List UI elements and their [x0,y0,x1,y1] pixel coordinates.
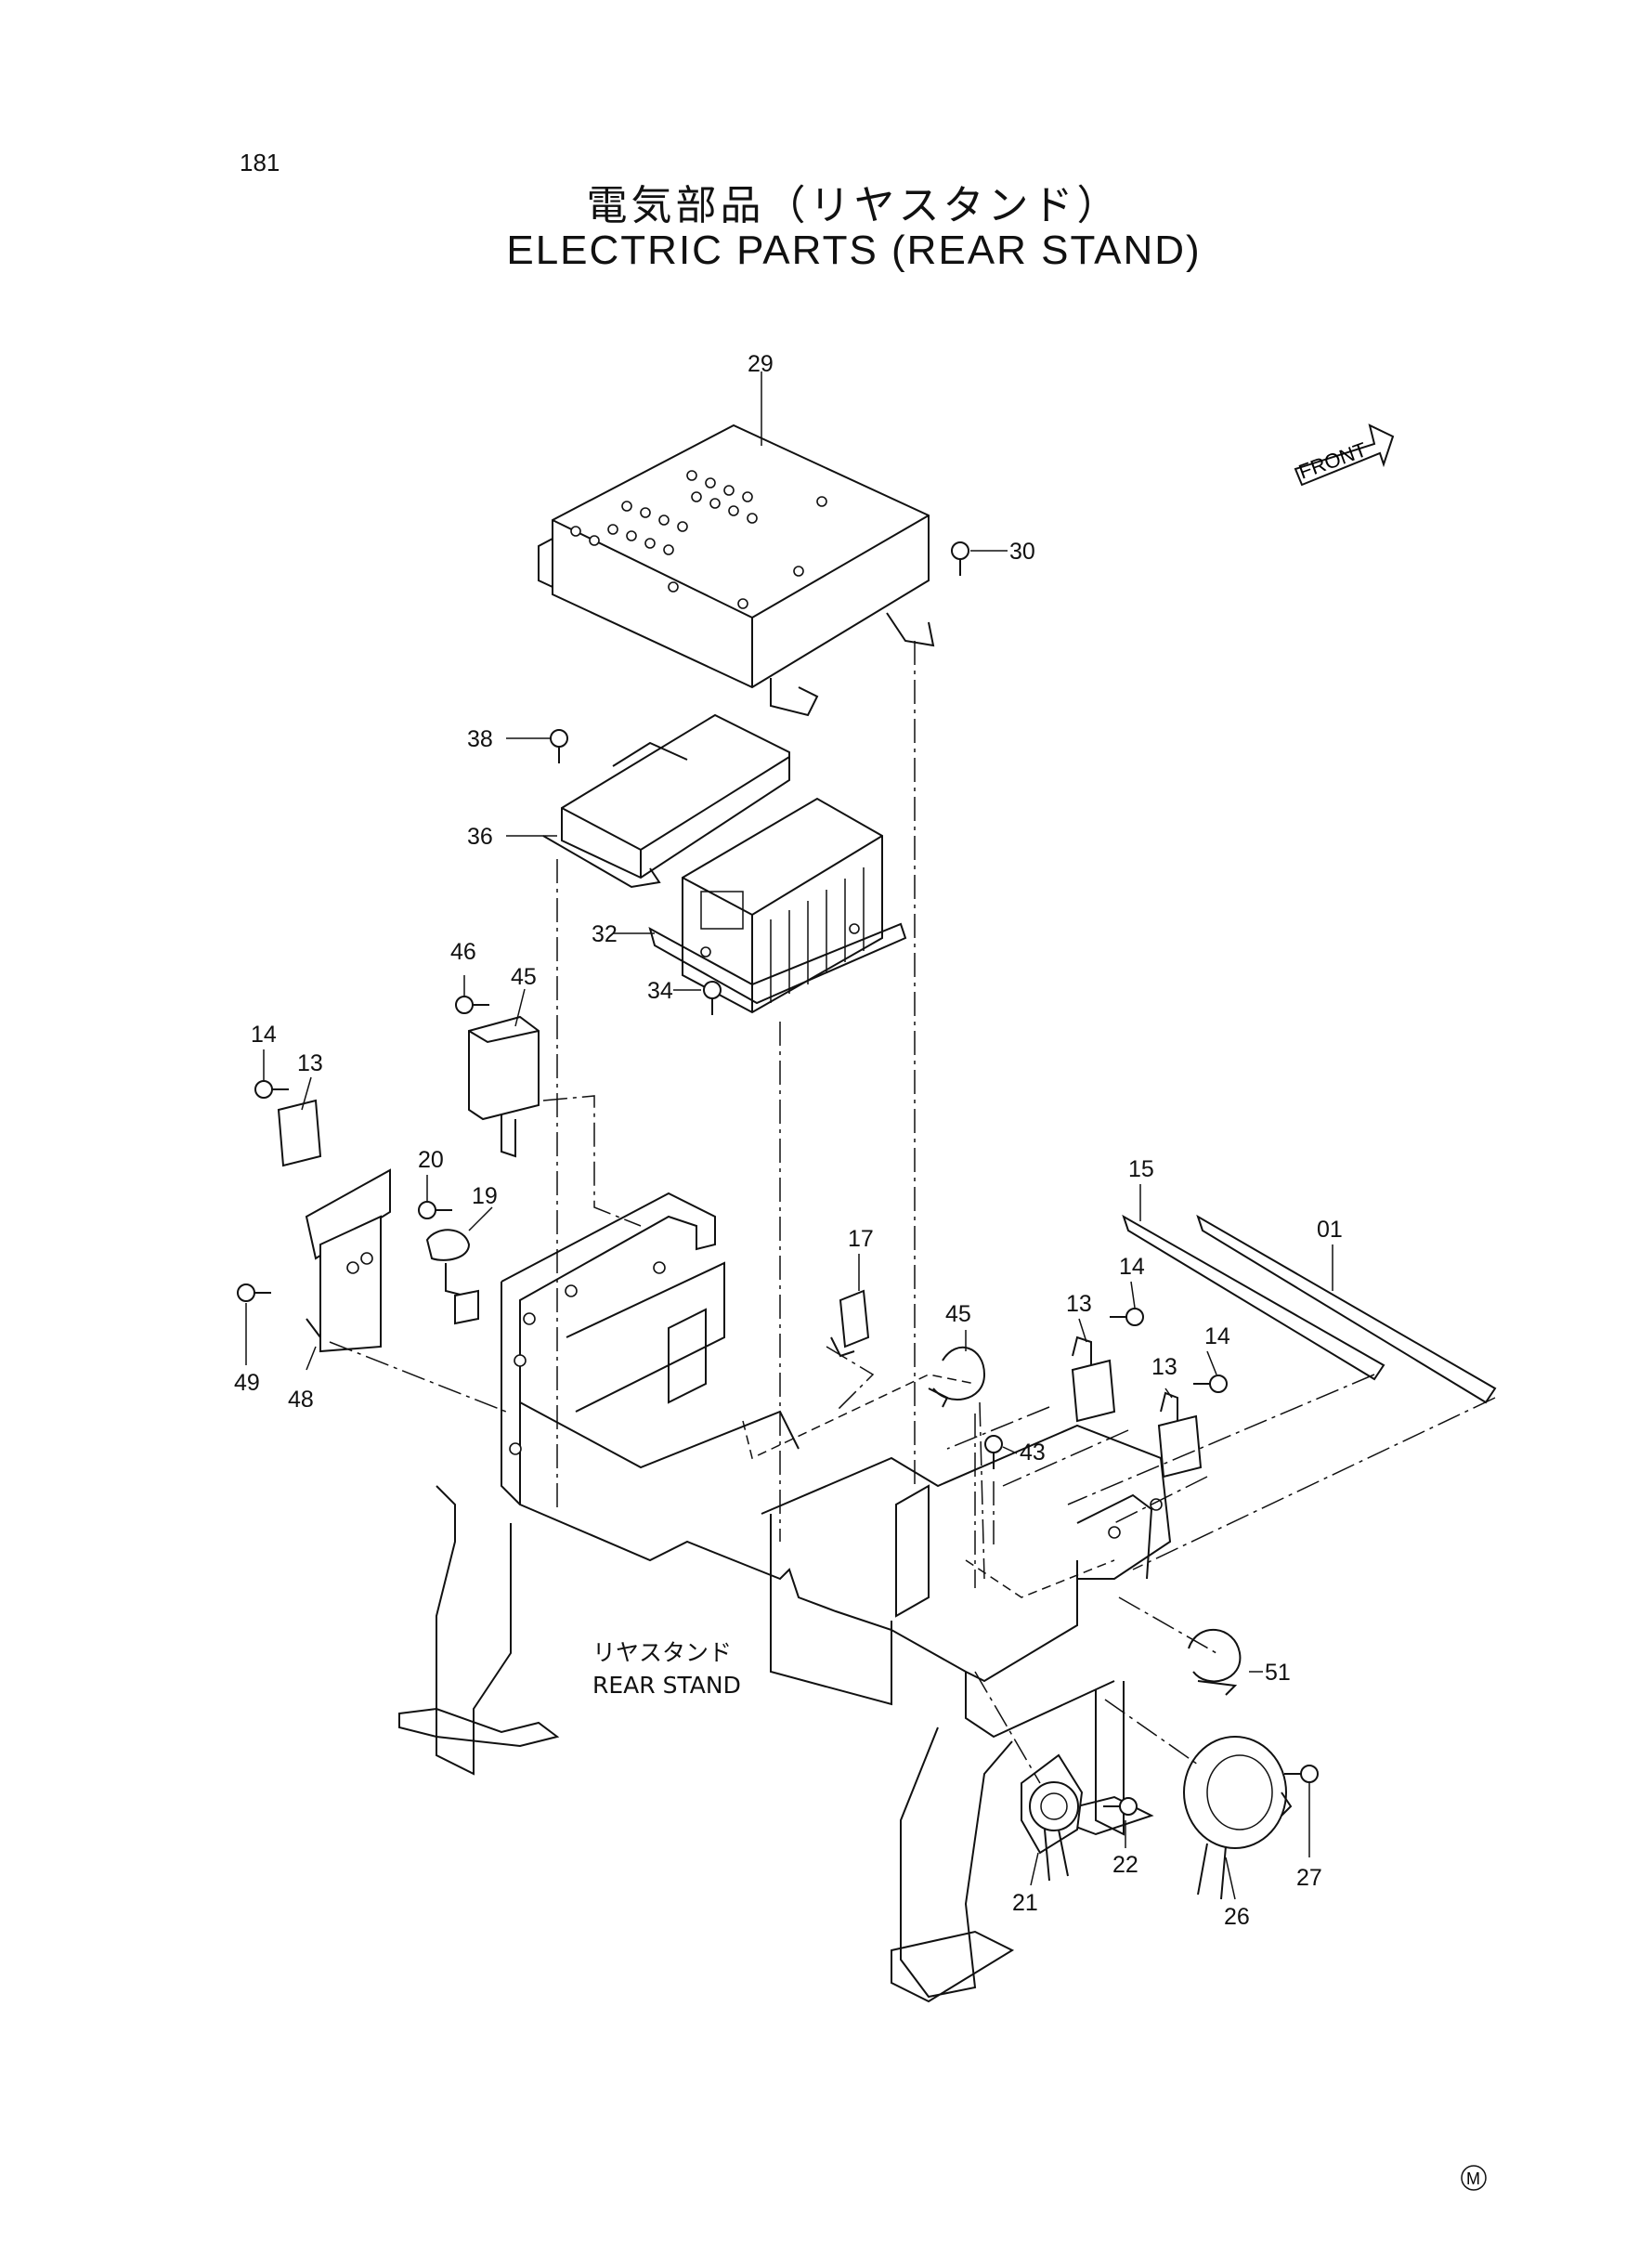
callout-20: 20 [418,1147,444,1173]
relay-13-right-a [1071,1335,1116,1423]
bolt-icons [237,541,1319,1816]
sensor-17 [830,1289,870,1358]
plates-15-01 [1122,1214,1497,1404]
callout-46: 46 [450,939,476,965]
callout-27: 27 [1296,1865,1322,1891]
callout-48: 48 [288,1387,314,1413]
callout-13-right-b: 13 [1151,1354,1177,1380]
relay-13-right-b [1157,1391,1203,1479]
rear-stand-label-jp: リヤスタンド [592,1639,732,1666]
relay-unit-45 [468,1015,540,1158]
amplifier-32 [648,797,907,1014]
callout-49: 49 [234,1370,260,1396]
title-japanese: 電気部品（リヤスタンド） [586,182,1122,229]
callout-51: 51 [1265,1660,1291,1686]
rear-stand-label-en: REAR STAND [592,1672,741,1699]
callout-30: 30 [1009,539,1035,565]
callout-29: 29 [748,351,774,377]
callout-43: 43 [1020,1440,1046,1466]
callout-13-left: 13 [297,1050,323,1076]
callout-21: 21 [1012,1890,1038,1916]
front-label: FRONT [1295,437,1370,483]
rear-stand-frame [398,1192,1172,2003]
corner-mark-letter: M [1466,2169,1480,2188]
callout-22: 22 [1112,1852,1138,1878]
callout-17: 17 [848,1226,874,1252]
band-clamp-51 [1188,1628,1242,1696]
callout-01: 01 [1317,1217,1343,1243]
callout-14-right-b: 14 [1204,1323,1230,1349]
band-clamp-45 [928,1346,986,1408]
callout-45-upper: 45 [511,964,537,990]
corner-mark-icon: M [1461,2165,1487,2191]
sensor-19 [425,1229,479,1325]
callouts: 29 30 38 36 32 34 46 45 14 13 20 19 49 4… [234,351,1343,1930]
connector-holes [570,470,827,609]
leader-lines [245,371,1333,1900]
callout-19: 19 [472,1183,498,1209]
horn-26 [1183,1736,1293,1900]
callout-26: 26 [1224,1904,1250,1930]
controller-box-29 [538,423,935,717]
page-number: 181 [240,149,280,176]
callout-15: 15 [1128,1156,1154,1182]
front-arrow-icon: FRONT [1294,423,1395,487]
callout-32: 32 [592,921,618,947]
title-english: ELECTRIC PARTS (REAR STAND) [506,228,1202,273]
horn-socket-21 [1021,1753,1084,1882]
left-bracket [277,1099,391,1353]
controller-36 [542,713,790,889]
callout-13-right-a: 13 [1066,1291,1092,1317]
callout-45-center: 45 [945,1301,971,1327]
callout-14-right-a: 14 [1119,1254,1145,1280]
callout-38: 38 [467,726,493,752]
callout-36: 36 [467,824,493,850]
centre-lines [329,641,1496,1784]
callout-14-left: 14 [251,1022,277,1048]
callout-34: 34 [647,978,673,1004]
